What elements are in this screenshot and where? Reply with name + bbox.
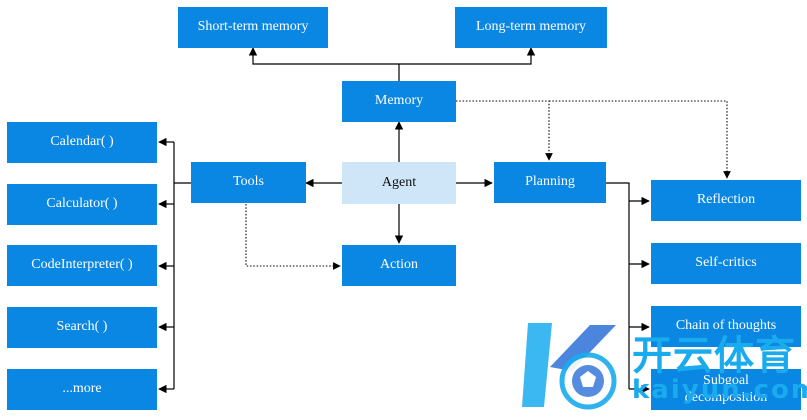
subgoal-decomposition-node: Subgoal decomposition (651, 369, 801, 410)
short-term-memory-node: Short-term memory (178, 7, 328, 48)
edge-planning-bus (606, 182, 630, 389)
memory-node: Memory (342, 81, 456, 122)
reflection-node: Reflection (651, 180, 801, 221)
edge-memory-long-term (399, 47, 536, 65)
watermark-latin-text: kaiyun.com (632, 375, 807, 405)
more-node: ...more (7, 369, 157, 410)
calculator-node: Calculator( ) (7, 184, 157, 225)
search-node: Search( ) (7, 307, 157, 348)
edge-tools-bus (173, 142, 191, 389)
subgoal-line-2: decomposition (684, 389, 768, 405)
edge-memory-short-term (248, 47, 399, 65)
subgoal-line-1: Subgoal (703, 373, 749, 389)
edge-tools-action-dotted (245, 204, 341, 270)
edge-memory-planning-dotted (456, 100, 553, 161)
tools-node: Tools (191, 162, 306, 203)
self-critics-node: Self-critics (651, 243, 801, 284)
planning-node: Planning (494, 162, 606, 203)
watermark-logo-icon (522, 323, 617, 410)
long-term-memory-node: Long-term memory (455, 7, 607, 48)
watermark: 开云体育 kaiyun.com (520, 315, 807, 415)
action-node: Action (342, 245, 456, 286)
code-interpreter-node: CodeInterpreter( ) (7, 245, 157, 286)
agent-node: Agent (342, 162, 456, 204)
calendar-node: Calendar( ) (7, 122, 157, 163)
chain-of-thoughts-node: Chain of thoughts (651, 306, 801, 347)
watermark-chinese-text: 开云体育 (632, 333, 796, 379)
